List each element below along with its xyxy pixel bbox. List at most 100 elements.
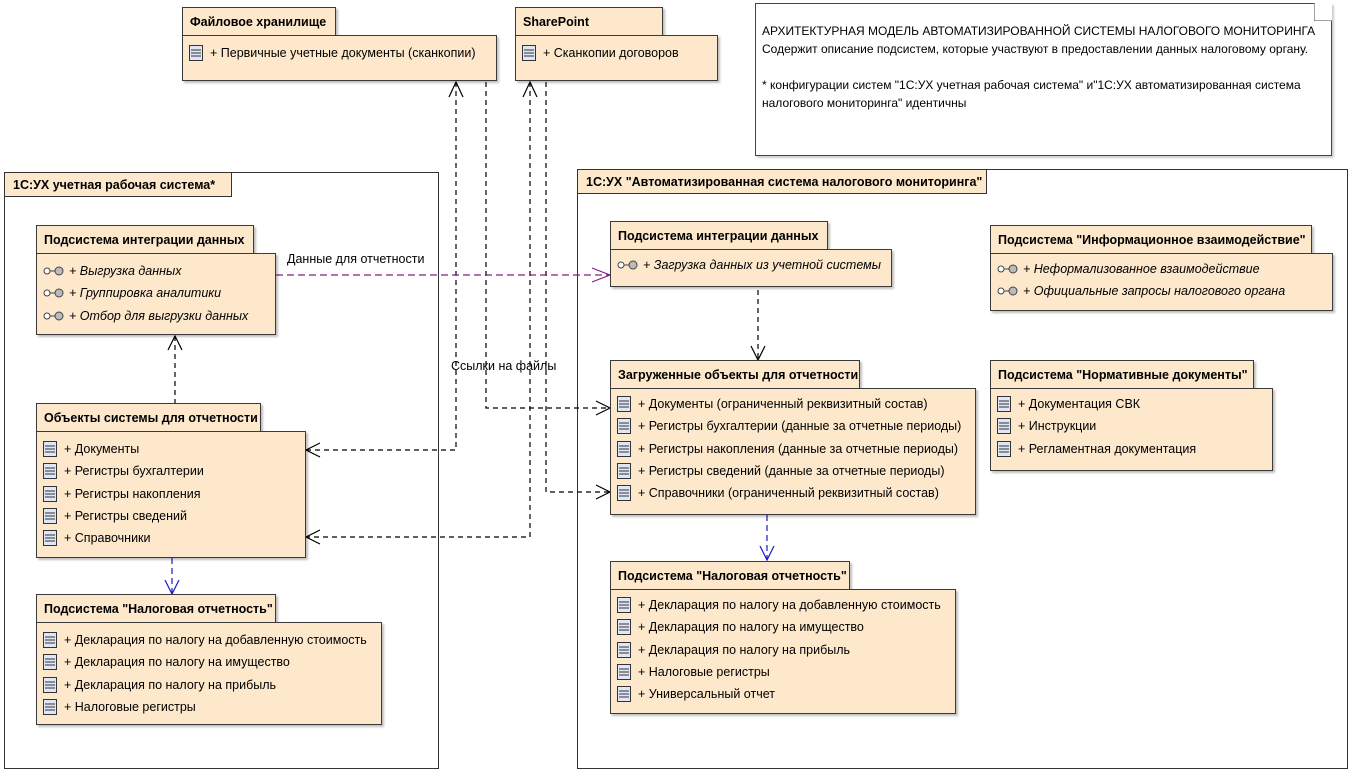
item-label: + Выгрузка данных [69, 264, 182, 279]
left-objects-title[interactable]: Объекты системы для отчетности [36, 403, 261, 432]
class-attribute-icon [43, 463, 57, 480]
list-item: + Сканкопии договоров [516, 42, 717, 64]
list-item: + Справочники [37, 527, 305, 549]
list-item: + Загрузка данных из учетной системы [611, 254, 891, 276]
note-line1: Содержит описание подсистем, которые уча… [762, 42, 1309, 56]
item-label: + Сканкопии договоров [543, 46, 679, 61]
left-tax-title[interactable]: Подсистема "Налоговая отчетность" [36, 594, 276, 623]
class-attribute-icon [43, 699, 57, 716]
item-label: + Универсальный отчет [638, 687, 775, 702]
item-label: + Регистры сведений (данные за отчетные … [638, 464, 945, 479]
class-attribute-icon [617, 641, 631, 658]
package-right-title: 1С:УХ "Автоматизированная система налого… [577, 169, 987, 194]
class-attribute-icon [617, 597, 631, 614]
list-item: + Декларация по налогу на прибыль [611, 639, 955, 661]
list-item: + Выгрузка данных [37, 260, 275, 282]
operation-icon [997, 286, 1018, 296]
list-item: + Декларация по налогу на добавленную ст… [37, 629, 381, 651]
architecture-note: АРХИТЕКТУРНАЯ МОДЕЛЬ АВТОМАТИЗИРОВАННОЙ … [755, 3, 1332, 156]
operation-icon [617, 260, 638, 270]
left-objects-box[interactable]: + Документы + Регистры бухгалтерии + Рег… [36, 431, 306, 558]
class-attribute-icon [997, 396, 1011, 413]
list-item: + Документы [37, 438, 305, 460]
class-attribute-icon [997, 440, 1011, 457]
file-storage-box[interactable]: + Первичные учетные документы (сканкопии… [182, 35, 497, 81]
info-exchange-title[interactable]: Подсистема "Информационное взаимодействи… [990, 225, 1312, 254]
right-integration-title[interactable]: Подсистема интеграции данных [610, 221, 828, 250]
item-label: + Группировка аналитики [69, 286, 222, 301]
list-item: + Регистры бухгалтерии (данные за отчетн… [611, 415, 975, 437]
list-item: + Налоговые регистры [37, 696, 381, 718]
item-label: + Декларация по налогу на имущество [64, 655, 290, 670]
item-label: + Регистры бухгалтерии [64, 464, 204, 479]
label-file-links: Ссылки на файлы [451, 359, 557, 373]
left-tax-box[interactable]: + Декларация по налогу на добавленную ст… [36, 622, 382, 725]
list-item: + Регистры накопления [37, 483, 305, 505]
item-label: + Справочники [64, 531, 151, 546]
normative-box[interactable]: + Документация СВК + Инструкции + Реглам… [990, 388, 1273, 471]
file-storage-title[interactable]: Файловое хранилище [182, 7, 336, 36]
item-label: + Регистры бухгалтерии (данные за отчетн… [638, 419, 962, 434]
right-tax-title[interactable]: Подсистема "Налоговая отчетность" [610, 561, 850, 590]
left-integration-title[interactable]: Подсистема интеграции данных [36, 225, 254, 254]
operation-icon [43, 266, 64, 276]
right-tax-box[interactable]: + Декларация по налогу на добавленную ст… [610, 589, 956, 714]
item-label: + Налоговые регистры [64, 700, 196, 715]
item-label: + Документы [64, 442, 140, 457]
item-label: + Декларация по налогу на добавленную ст… [64, 633, 367, 648]
class-attribute-icon [522, 45, 536, 62]
item-label: + Регистры накопления (данные за отчетны… [638, 441, 959, 456]
right-loaded-box[interactable]: + Документы (ограниченный реквизитный со… [610, 388, 976, 515]
item-label: + Документация СВК [1018, 397, 1141, 412]
sharepoint-title[interactable]: SharePoint [515, 7, 663, 36]
list-item: + Регистры сведений [37, 505, 305, 527]
right-loaded-title[interactable]: Загруженные объекты для отчетности [610, 360, 860, 389]
item-label: + Документы (ограниченный реквизитный со… [638, 397, 928, 412]
class-attribute-icon [43, 676, 57, 693]
info-exchange-box[interactable]: + Неформализованное взаимодействие + Офи… [990, 253, 1333, 311]
arrowhead [448, 80, 464, 98]
list-item: + Регистры накопления (данные за отчетны… [611, 438, 975, 460]
list-item: + Отбор для выгрузки данных [37, 305, 275, 327]
class-attribute-icon [43, 441, 57, 458]
list-item: + Декларация по налогу на имущество [611, 616, 955, 638]
item-label: + Регистры накопления [64, 486, 201, 501]
note-fold-icon [1314, 3, 1332, 21]
class-attribute-icon [617, 686, 631, 703]
item-label: + Отбор для выгрузки данных [69, 308, 249, 323]
note-title: АРХИТЕКТУРНАЯ МОДЕЛЬ АВТОМАТИЗИРОВАННОЙ … [762, 24, 1316, 38]
list-item: + Универсальный отчет [611, 683, 955, 705]
list-item: + Регистры сведений (данные за отчетные … [611, 460, 975, 482]
item-label: + Справочники (ограниченный реквизитный … [638, 486, 939, 501]
item-label: + Регламентная документация [1018, 441, 1197, 456]
label-data-for-reporting: Данные для отчетности [287, 252, 425, 266]
list-item: + Регламентная документация [991, 438, 1272, 460]
item-label: + Декларация по налогу на прибыль [64, 677, 277, 692]
class-attribute-icon [43, 485, 57, 502]
item-label: + Декларация по налогу на прибыль [638, 642, 851, 657]
item-label: + Первичные учетные документы (сканкопии… [210, 46, 476, 61]
class-attribute-icon [43, 530, 57, 547]
list-item: + Официальные запросы налогового органа [991, 280, 1332, 302]
item-label: + Декларация по налогу на имущество [638, 620, 864, 635]
list-item: + Регистры бухгалтерии [37, 460, 305, 482]
note-line2: * конфигурации систем "1С:УХ учетная раб… [762, 78, 1301, 110]
sharepoint-box[interactable]: + Сканкопии договоров [515, 35, 718, 81]
list-item: + Документация СВК [991, 393, 1272, 415]
item-label: + Официальные запросы налогового органа [1023, 284, 1286, 299]
left-integration-box[interactable]: + Выгрузка данных + Группировка аналитик… [36, 253, 276, 335]
list-item: + Справочники (ограниченный реквизитный … [611, 482, 975, 504]
class-attribute-icon [617, 418, 631, 435]
item-label: + Загрузка данных из учетной системы [643, 258, 881, 273]
list-item: + Документы (ограниченный реквизитный со… [611, 393, 975, 415]
list-item: + Декларация по налогу на имущество [37, 651, 381, 673]
class-attribute-icon [43, 508, 57, 525]
normative-title[interactable]: Подсистема "Нормативные документы" [990, 360, 1254, 389]
right-integration-box[interactable]: + Загрузка данных из учетной системы [610, 249, 892, 287]
class-attribute-icon [617, 485, 631, 502]
list-item: + Неформализованное взаимодействие [991, 258, 1332, 280]
item-label: + Налоговые регистры [638, 665, 770, 680]
item-label: + Регистры сведений [64, 509, 187, 524]
item-label: + Инструкции [1018, 419, 1097, 434]
class-attribute-icon [617, 440, 631, 457]
